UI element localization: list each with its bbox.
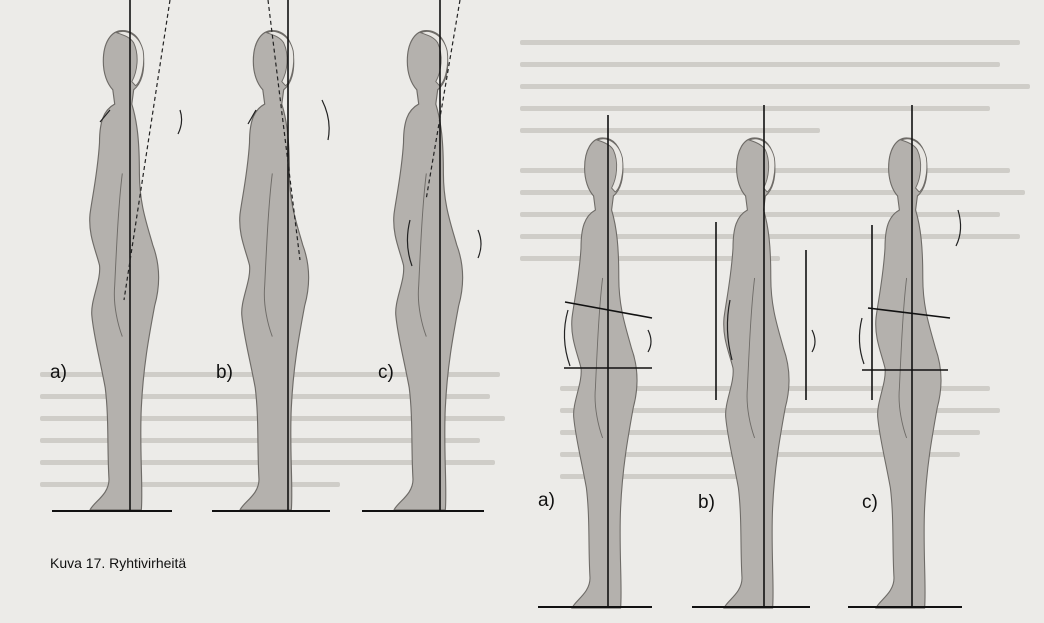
label-bottom-a: a) bbox=[538, 490, 555, 512]
label-bottom-c: c) bbox=[862, 492, 878, 514]
label-top-b: b) bbox=[216, 362, 233, 384]
figure-top-b bbox=[212, 0, 330, 511]
figure-caption: Kuva 17. Ryhtivirheitä bbox=[50, 555, 186, 571]
figure-bottom-a bbox=[538, 115, 652, 608]
label-top-c: c) bbox=[378, 362, 394, 384]
figure-top-a bbox=[52, 0, 182, 511]
label-bottom-b: b) bbox=[698, 492, 715, 514]
label-top-a: a) bbox=[50, 362, 67, 384]
figure-top-c bbox=[362, 0, 484, 511]
figure-bottom-c bbox=[848, 105, 962, 608]
figure-bottom-b bbox=[692, 105, 815, 608]
